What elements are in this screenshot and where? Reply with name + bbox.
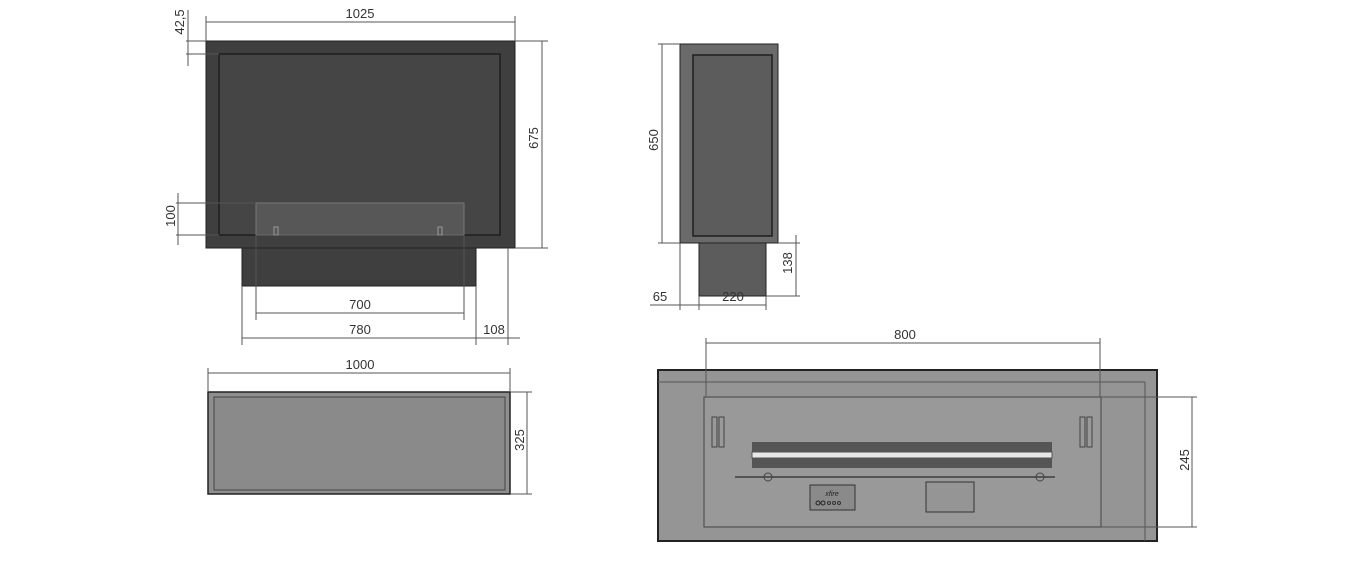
front-base (241, 247, 477, 287)
display-window (925, 481, 975, 513)
burner-grid-bottom (752, 458, 1052, 468)
top-view: 1000 325 (207, 357, 532, 495)
dim-1000: 1000 (346, 357, 375, 372)
dim-650: 650 (646, 129, 661, 151)
front-view: 1025 675 42,5 100 700 780 108 (163, 6, 548, 345)
side-body (692, 54, 773, 237)
burner-grid-top (752, 442, 1052, 452)
dim-138: 138 (780, 252, 795, 274)
top-inner (213, 396, 506, 491)
dim-42-5: 42,5 (172, 9, 187, 34)
dim-245: 245 (1177, 449, 1192, 471)
side-base (698, 242, 767, 297)
dim-1025: 1025 (346, 6, 375, 21)
side-view: 650 138 65 220 (646, 43, 800, 310)
burner-slot (751, 451, 1053, 459)
glass-holder (437, 226, 443, 236)
dim-700: 700 (349, 297, 371, 312)
dim-325: 325 (512, 429, 527, 451)
control-panel (809, 484, 856, 511)
glass-holder (273, 226, 279, 236)
front-glass (255, 202, 465, 236)
logo-text: xfire (824, 491, 838, 498)
dim-65: 65 (653, 289, 667, 304)
dim-780: 780 (349, 322, 371, 337)
dim-800: 800 (894, 327, 916, 342)
dim-220: 220 (722, 289, 744, 304)
dim-675: 675 (526, 127, 541, 149)
dim-108: 108 (483, 322, 505, 337)
burner-top-view: xfire 800 245 (657, 327, 1197, 542)
dim-100: 100 (163, 205, 178, 227)
